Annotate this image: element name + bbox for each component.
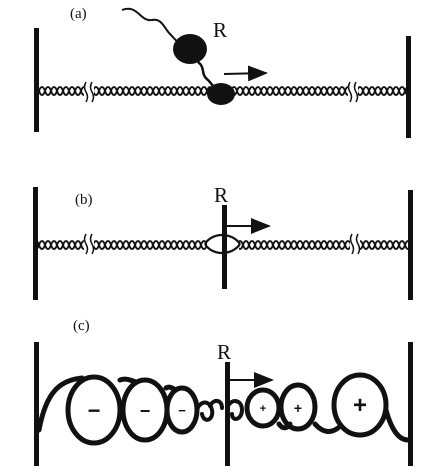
sign-negative-1: − — [88, 398, 101, 423]
break-mark-a-left — [83, 81, 95, 103]
break-mark-a-right — [347, 81, 359, 103]
sign-positive-2: + — [294, 400, 302, 416]
positive-loop-3 — [331, 372, 389, 438]
sign-positive-1: + — [260, 403, 266, 415]
ribbon-link-3 — [276, 421, 293, 431]
ribbon-link-4 — [312, 421, 341, 434]
enzyme-large-subunit — [173, 34, 207, 64]
negative-loop-1 — [65, 374, 123, 446]
panel-c: (c) R — [34, 318, 413, 466]
break-mark-b-right — [349, 233, 361, 255]
tight-coil-1 — [195, 400, 215, 422]
protein-tail — [121, 7, 185, 47]
direction-arrow-a — [223, 65, 268, 82]
ribbon-link-1 — [117, 376, 139, 385]
right-anchor-bar-a — [406, 36, 411, 138]
sign-positive-3: + — [353, 392, 367, 419]
panel-a-label: (a) — [70, 6, 87, 22]
enzyme-small-subunit — [207, 83, 235, 105]
enzyme-label-c: R — [217, 340, 231, 364]
positive-loop-2 — [278, 382, 318, 432]
break-mark-b-left — [83, 233, 95, 255]
enzyme-bar-c — [225, 362, 230, 466]
panel-b: (b) R — [33, 183, 413, 300]
ribbon-link-2 — [163, 384, 179, 393]
panel-a: (a) R — [34, 6, 411, 138]
enzyme-label-a: R — [213, 18, 227, 42]
panel-c-label: (c) — [73, 318, 90, 334]
left-anchor-bar-a — [34, 28, 39, 132]
right-anchor-bar-b — [408, 190, 413, 300]
enzyme-label-b: R — [214, 183, 228, 207]
panel-b-label: (b) — [75, 192, 93, 208]
supercoiled-dna — [36, 372, 411, 446]
left-anchor-bar-c — [34, 342, 39, 466]
ribbon-right-exit — [383, 407, 411, 443]
right-anchor-bar-c — [408, 342, 413, 466]
left-anchor-bar-b — [33, 187, 38, 300]
enzyme-bar-b — [222, 205, 227, 289]
tight-coil-2 — [208, 399, 224, 410]
sign-negative-2: − — [140, 401, 151, 421]
sign-negative-3: − — [178, 403, 186, 418]
tight-coil-3 — [226, 399, 245, 421]
ribbon-left-entry — [36, 375, 85, 433]
